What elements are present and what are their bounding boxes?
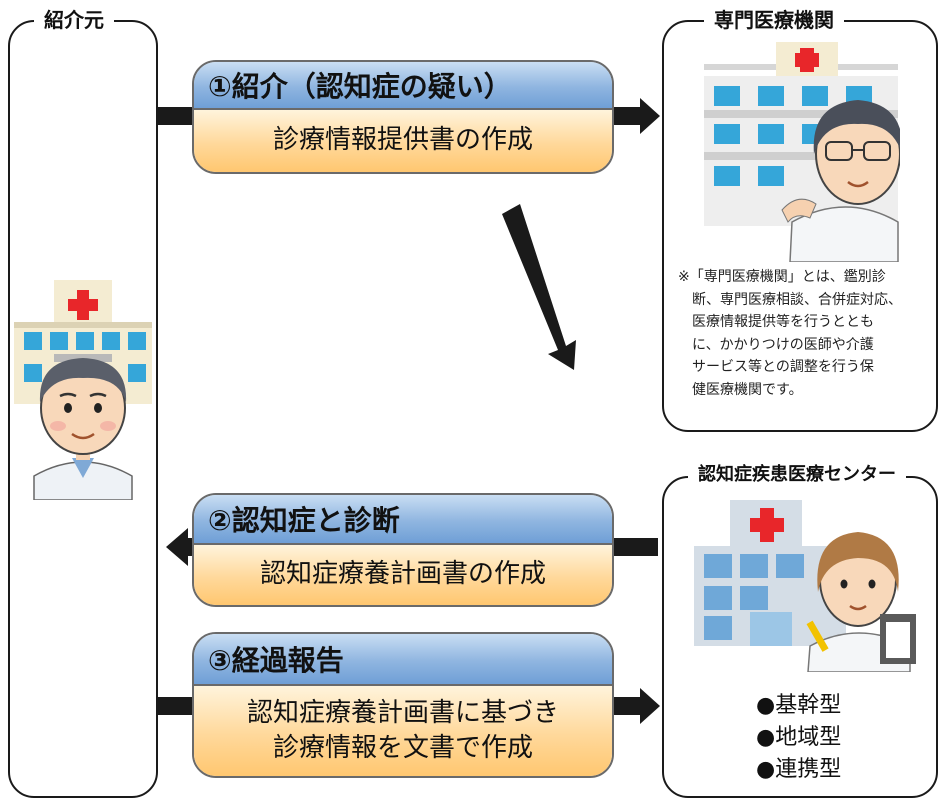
- specialist-note-line: 健医療機関です。: [692, 381, 803, 398]
- step-band-diagnosis: ②認知症と診断 認知症療養計画書の作成: [192, 493, 614, 607]
- arrow-diagnosis-body: [612, 538, 658, 556]
- specialist-note-line: 断、専門医療相談、合併症対応、: [692, 291, 902, 308]
- center-doctor-icon: [806, 532, 916, 672]
- arrow-referral-body: [610, 107, 642, 125]
- specialist-note-line: サービス等との調整を行う保: [692, 359, 874, 375]
- specialist-illustration: [704, 42, 900, 262]
- step-heading-progress: ③経過報告: [194, 634, 612, 686]
- arrow-diagnosis-head: [166, 528, 188, 566]
- arrow-progress-body: [610, 697, 642, 715]
- step-heading-text: ①紹介（認知症の疑い）: [208, 70, 512, 103]
- center-hospital-icon: [694, 500, 846, 646]
- arrow-progress-tail: [158, 697, 196, 715]
- step-body-diagnosis: 認知症療養計画書の作成: [194, 545, 612, 605]
- center-types: ●基幹型 ●地域型 ●連携型: [756, 690, 841, 786]
- step-heading-referral: ①紹介（認知症の疑い）: [194, 62, 612, 110]
- specialist-title: 専門医療機関: [704, 10, 844, 30]
- arrow-referral-head: [640, 98, 660, 134]
- center-type-item: ●地域型: [756, 725, 842, 750]
- step-heading-text: ③経過報告: [208, 644, 344, 677]
- specialist-note-line: ※「専門医療機関」とは、鑑別診: [678, 269, 886, 285]
- referrer-title: 紹介元: [34, 10, 114, 30]
- specialist-title-text: 専門医療機関: [714, 8, 834, 32]
- specialist-note-line: 医療情報提供等を行うととも: [692, 314, 874, 330]
- specialist-note-line: に、かかりつけの医師や介護: [692, 336, 874, 353]
- arrow-progress-head: [640, 688, 660, 724]
- step-body-line: 診療情報を文書で作成: [272, 733, 533, 763]
- specialist-doctor-icon: [781, 100, 900, 262]
- arrow-diagnosis-tail: [186, 538, 196, 556]
- step-body-progress: 認知症療養計画書に基づき 診療情報を文書で作成: [194, 686, 612, 776]
- referrer-title-text: 紹介元: [44, 8, 104, 32]
- step-body-line: 診療情報提供書の作成: [272, 125, 533, 156]
- referrer-hospital-icon: [14, 280, 152, 404]
- arrow-referral-tail: [158, 107, 196, 125]
- step-body-referral: 診療情報提供書の作成: [194, 110, 612, 172]
- specialist-note: ※「専門医療機関」とは、鑑別診 断、専門医療相談、合併症対応、 医療情報提供等を…: [678, 266, 902, 401]
- center-title: 認知症疾患医療センター: [688, 466, 906, 484]
- center-type-item: ●基幹型: [756, 693, 842, 718]
- center-illustration: [694, 500, 916, 672]
- step-body-line: 認知症療養計画書に基づき: [246, 697, 559, 728]
- referrer-illustration: [14, 280, 152, 500]
- center-title-text: 認知症疾患医療センター: [698, 464, 896, 485]
- step-body-line: 認知症療養計画書の作成: [259, 559, 546, 590]
- step-band-referral: ①紹介（認知症の疑い） 診療情報提供書の作成: [192, 60, 614, 174]
- center-type-item: ●連携型: [756, 757, 842, 782]
- referrer-doctor-icon: [33, 358, 133, 500]
- step-heading-diagnosis: ②認知症と診断: [194, 495, 612, 545]
- step-heading-text: ②認知症と診断: [208, 504, 400, 537]
- step-band-progress: ③経過報告 認知症療養計画書に基づき 診療情報を文書で作成: [192, 632, 614, 778]
- arrow-diagonal: [502, 204, 576, 370]
